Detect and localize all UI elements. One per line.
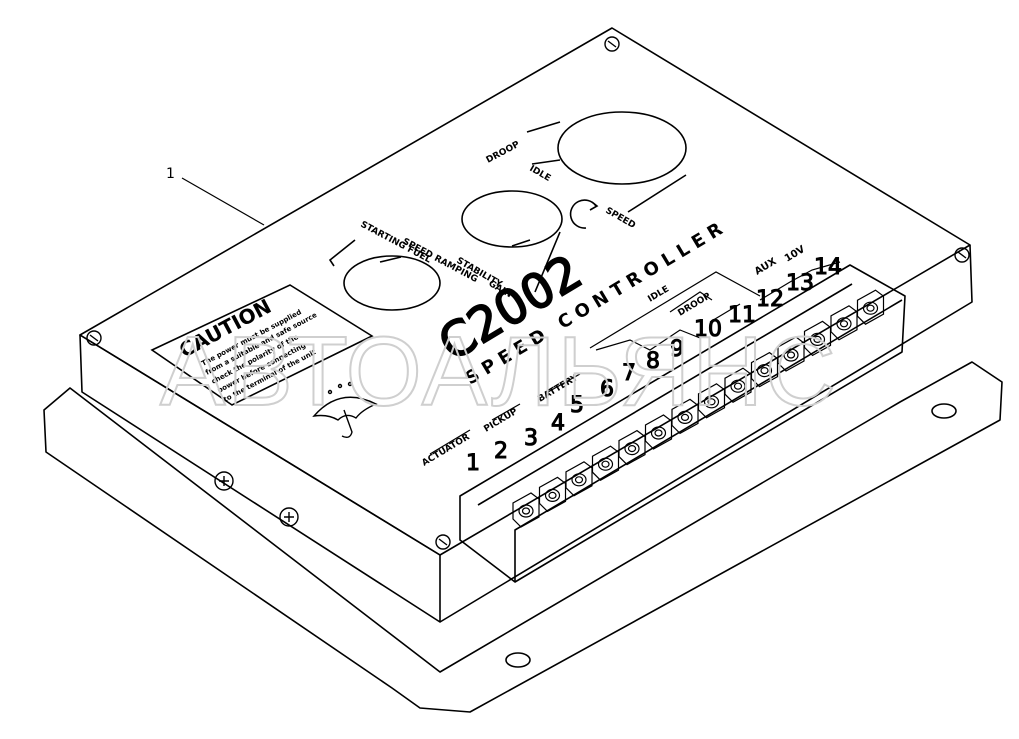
corner-screw-left xyxy=(86,330,102,346)
terminal-number-11: 11 xyxy=(728,303,756,328)
corner-screw-right xyxy=(954,247,970,263)
rotation-arrow-icon xyxy=(569,199,599,229)
label-10v: 10V xyxy=(783,244,807,265)
terminal-number-9: 9 xyxy=(670,337,684,362)
terminal-number-10: 10 xyxy=(694,317,722,342)
label-actuator: ACTUATOR xyxy=(420,432,471,468)
pot-window-stability-gain xyxy=(461,190,563,248)
corner-screw-top xyxy=(604,36,620,52)
terminal-screw-14[interactable] xyxy=(856,289,885,325)
terminal-number-4: 4 xyxy=(551,411,565,436)
pot-window-fuel-ramp xyxy=(343,255,441,311)
label-aux: AUX xyxy=(753,256,779,278)
terminal-block xyxy=(459,264,906,583)
pot-window-droop-idle xyxy=(557,111,687,185)
side-screw-1 xyxy=(214,471,234,491)
label-idle-knob: IDLE xyxy=(528,164,553,184)
terminal-number-5: 5 xyxy=(570,393,584,418)
terminal-number-6: 6 xyxy=(600,377,614,402)
terminal-number-3: 3 xyxy=(524,426,538,451)
terminal-number-7: 7 xyxy=(622,361,636,386)
terminal-number-13: 13 xyxy=(786,271,814,296)
terminal-number-2: 2 xyxy=(494,439,508,464)
watermark: АВТОАЛЬЯНС xyxy=(160,316,838,426)
terminal-number-12: 12 xyxy=(756,287,784,312)
label-droop: DROOP xyxy=(485,140,522,166)
terminal-number-14: 14 xyxy=(814,255,842,280)
base-hole-right xyxy=(931,403,957,419)
base-hole-bottom xyxy=(505,652,531,668)
housing-right-side xyxy=(439,244,973,623)
umbrella-icon xyxy=(312,381,378,439)
base-plate xyxy=(43,361,1003,713)
side-screw-2 xyxy=(279,507,299,527)
terminal-number-8: 8 xyxy=(646,349,660,374)
corner-screw-bottom xyxy=(435,534,451,550)
terminal-number-1: 1 xyxy=(466,451,480,476)
callout-number: 1 xyxy=(166,166,175,182)
